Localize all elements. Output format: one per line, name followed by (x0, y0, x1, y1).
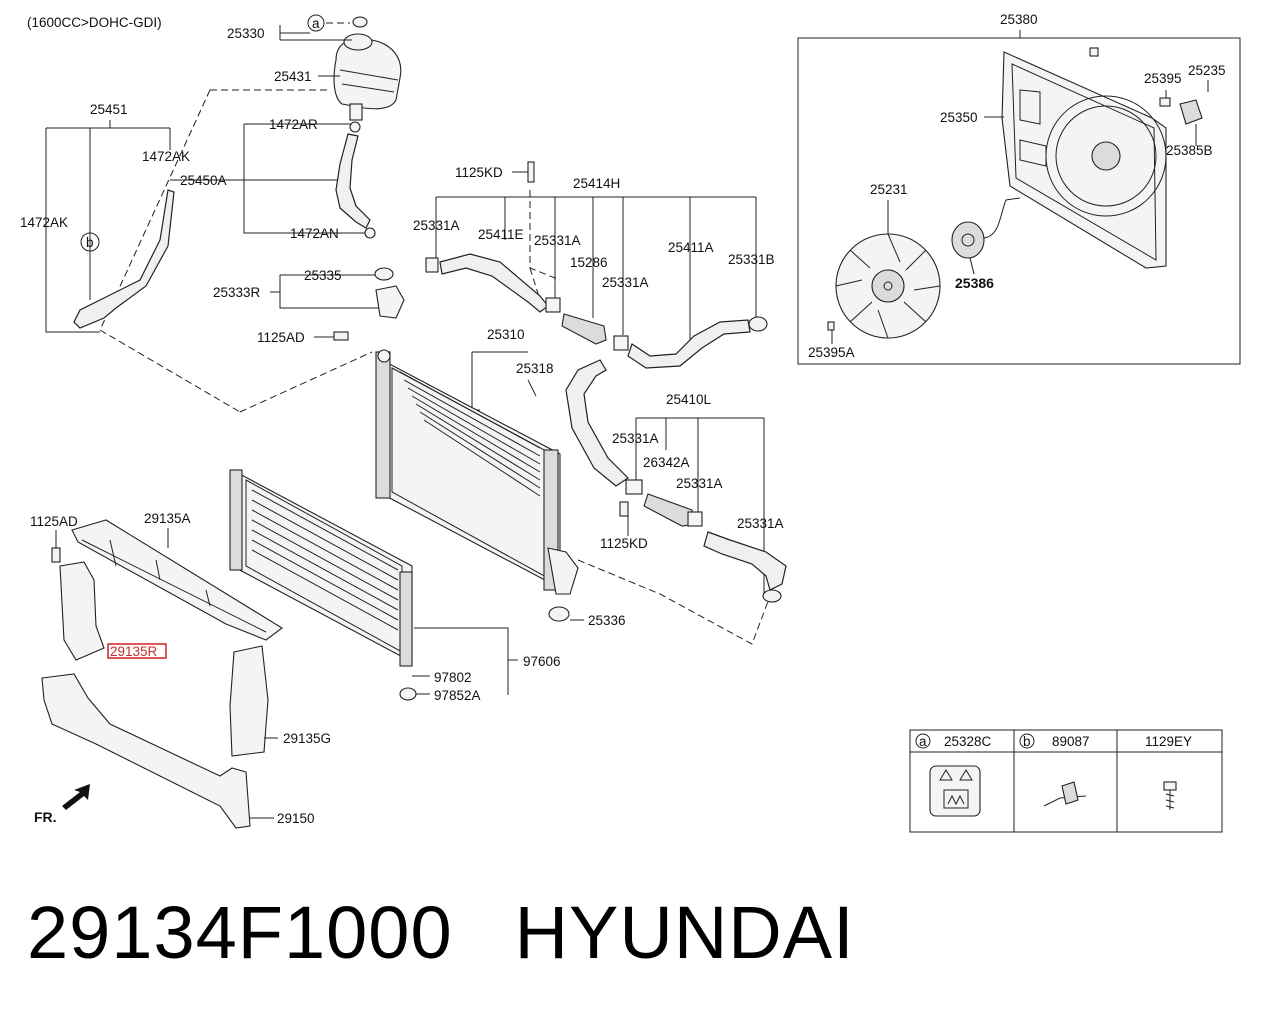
fan-blade-25231 (835, 233, 941, 339)
mount-insulator-25335 (374, 267, 394, 281)
front-arrow-icon (62, 784, 90, 810)
label-25385B: 25385B (1166, 143, 1213, 158)
legend-key-b: b (1023, 734, 1031, 749)
upper-hose-25411E (439, 253, 549, 313)
label-25414H: 25414H (573, 176, 620, 191)
legend-part-1129EY: 1129EY (1145, 734, 1192, 749)
callout-a-circle (307, 14, 325, 32)
bolt-icon (1163, 781, 1177, 810)
connector-15286 (561, 313, 607, 345)
label-25395: 25395 (1144, 71, 1182, 86)
label-1125KD-bottom: 1125KD (600, 536, 648, 551)
label-25336: 25336 (588, 613, 626, 628)
legend-part-25328C: 25328C (944, 734, 992, 749)
bolt-25395 (1159, 97, 1171, 107)
label-1472AK-side: 1472AK (20, 215, 68, 230)
label-25231: 25231 (870, 182, 908, 197)
clamp-25331A-4 (625, 479, 643, 495)
front-direction-indicator: FR. (34, 784, 90, 825)
overflow-hose (73, 189, 175, 329)
label-1472AR: 1472AR (269, 117, 318, 132)
fan-shroud-25350 (1001, 51, 1167, 269)
label-97802: 97802 (434, 670, 472, 685)
front-label: FR. (34, 809, 57, 825)
air-guard-29150 (41, 673, 251, 829)
label-25331A-1: 25331A (413, 218, 460, 233)
label-25411E: 25411E (478, 227, 524, 242)
reservoir-hose (335, 133, 371, 229)
lower-hose-upper-section (565, 359, 629, 487)
label-97852A: 97852A (434, 688, 481, 703)
label-25450A: 25450A (180, 173, 227, 188)
clamp-25331A-3 (613, 335, 629, 351)
label-29150: 29150 (277, 811, 315, 826)
label-25331A-6: 25331A (737, 516, 784, 531)
label-25330: 25330 (227, 26, 265, 41)
air-guard-29135A (71, 519, 283, 641)
fan-assembly-box (797, 37, 1241, 365)
label-25380: 25380 (1000, 12, 1038, 27)
label-25331A-5: 25331A (676, 476, 723, 491)
label-25386: 25386 (955, 275, 994, 291)
upper-hose-25411A (627, 319, 751, 369)
label-29135G: 29135G (283, 731, 331, 746)
label-25310: 25310 (487, 327, 525, 342)
label-25235: 25235 (1188, 63, 1226, 78)
coolant-reservoir (333, 33, 402, 121)
label-25395A: 25395A (808, 345, 855, 360)
callout-b-label: b (86, 235, 94, 250)
label-29135R: 29135R (110, 644, 158, 659)
label-25451: 25451 (90, 102, 128, 117)
label-25411A: 25411A (668, 240, 714, 255)
label-1472AK-top: 1472AK (142, 149, 190, 164)
cable-tie-icon (1043, 781, 1087, 807)
bracket-25333R (375, 285, 405, 319)
callout-a-label: a (312, 16, 320, 31)
label-26342A: 26342A (643, 455, 690, 470)
fan-motor-25386 (951, 197, 1021, 259)
part-number: 29134F1000 (27, 891, 453, 974)
label-25331A-4: 25331A (612, 431, 659, 446)
clamp-25331B (748, 316, 768, 332)
label-29135A: 29135A (144, 511, 191, 526)
engine-spec-note: (1600CC>DOHC-GDI) (27, 15, 162, 30)
lower-hose-lower-section (703, 531, 787, 591)
label-25331A-2: 25331A (534, 233, 581, 248)
label-1472AN: 1472AN (290, 226, 339, 241)
clamp-25331A-1 (425, 257, 439, 273)
bolt-25395A (827, 321, 835, 331)
air-guard-29135R (59, 561, 105, 661)
label-25350: 25350 (940, 110, 978, 125)
callout-b-circle (80, 232, 100, 252)
label-1125AD-mid: 1125AD (257, 330, 305, 345)
legend-part-89087: 89087 (1052, 734, 1090, 749)
part-footer: 29134F1000 HYUNDAI (27, 890, 855, 975)
highlight-box-29135R (107, 643, 167, 659)
label-1125AD-left: 1125AD (30, 514, 78, 529)
insulator-25336 (548, 606, 570, 622)
ac-condenser (229, 469, 413, 667)
clamp-25331A-6 (762, 589, 782, 603)
label-15286: 15286 (570, 255, 608, 270)
label-25410L: 25410L (666, 392, 712, 407)
label-25431: 25431 (274, 69, 312, 84)
warning-label-icon (929, 765, 981, 817)
reservoir-cap (352, 16, 368, 28)
legend-key-a: a (919, 734, 927, 749)
clamp-25331A-2 (545, 297, 561, 313)
label-1125KD-top: 1125KD (455, 165, 503, 180)
brand-name: HYUNDAI (514, 891, 855, 974)
clamp-25331A-5 (687, 511, 703, 527)
label-25331B: 25331B (728, 252, 775, 267)
radiator (375, 349, 579, 595)
air-guard-29135G (229, 645, 269, 757)
label-25331A-3: 25331A (602, 275, 649, 290)
label-25318: 25318 (516, 361, 554, 376)
parts-legend-table: a 25328C b 89087 1129EY (909, 729, 1223, 833)
label-97606: 97606 (523, 654, 561, 669)
label-25333R: 25333R (213, 285, 261, 300)
resistor-25385B (1179, 99, 1203, 125)
